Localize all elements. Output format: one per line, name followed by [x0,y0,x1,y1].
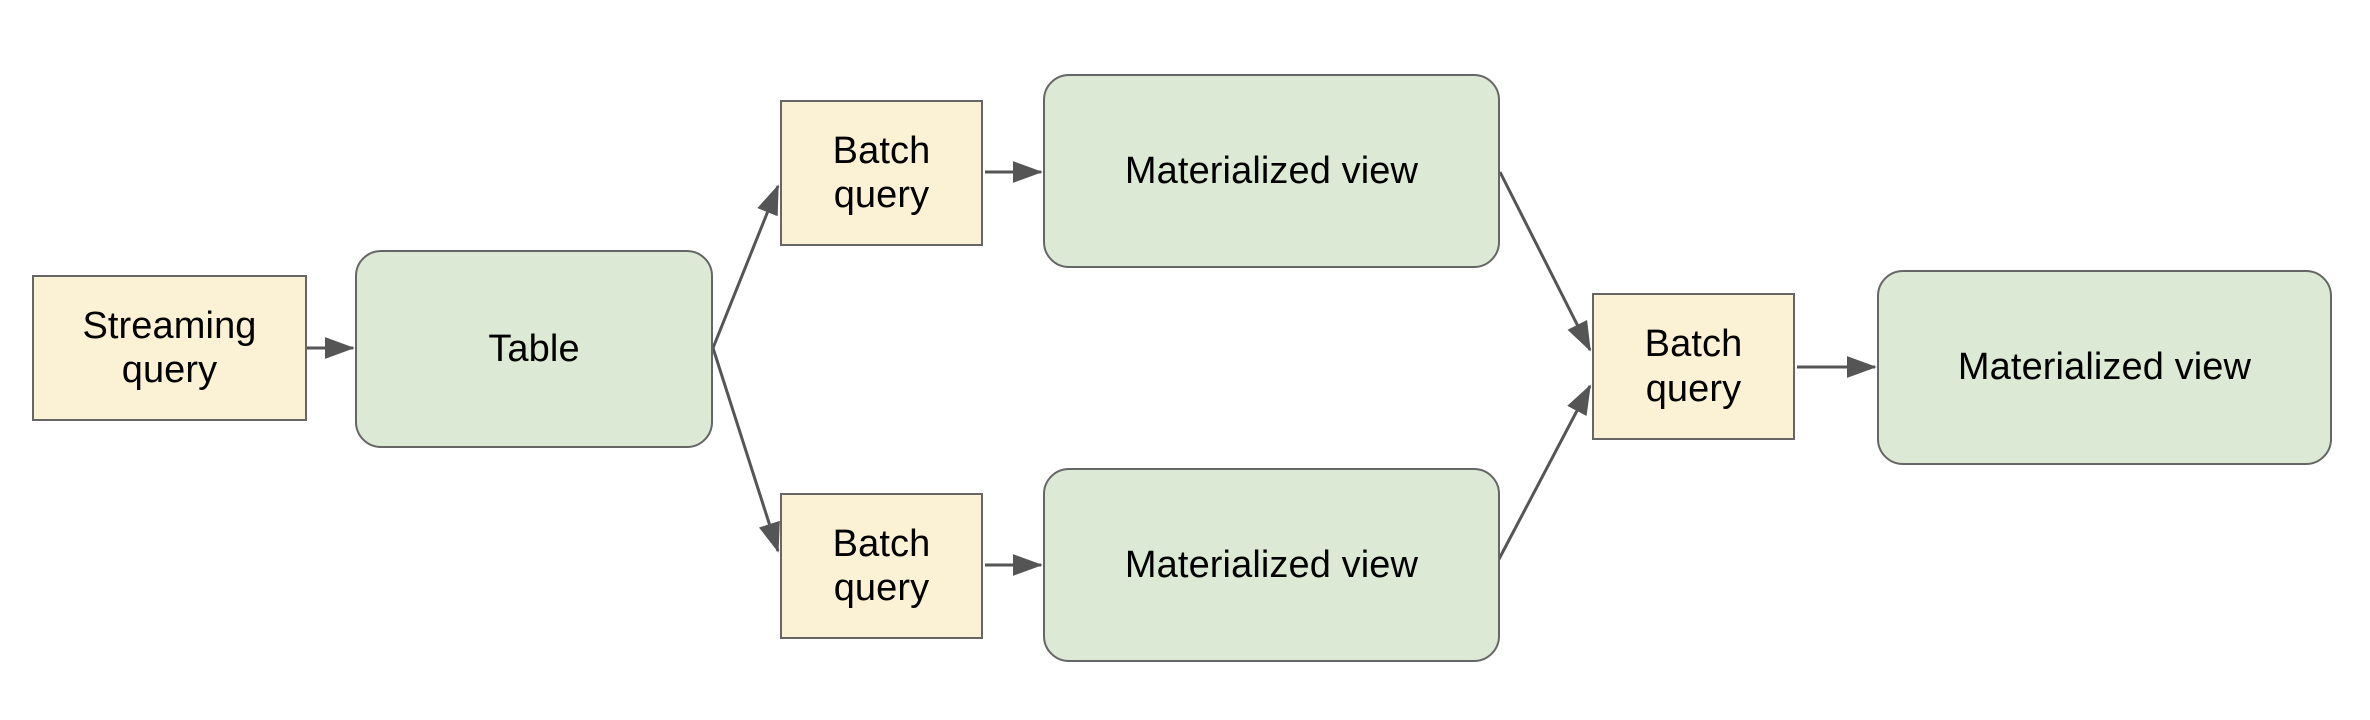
node-materialized-view-top[interactable]: Materialized view [1043,74,1500,268]
node-batch-query-top[interactable]: Batch query [780,100,983,246]
node-label: Batch query [832,129,931,216]
node-label: Table [488,327,580,370]
connector-e6 [1498,171,1592,352]
connector-e7 [1496,384,1592,562]
node-label: Materialized view [1957,346,2252,389]
node-label: Materialized view [1124,543,1419,586]
node-streaming-query[interactable]: Streaming query [32,275,307,421]
connector-e2 [711,184,780,349]
node-table[interactable]: Table [355,250,713,448]
node-label: Materialized view [1124,149,1419,192]
node-label: Streaming query [82,304,257,391]
node-batch-query-merge[interactable]: Batch query [1592,293,1795,440]
node-materialized-view-final[interactable]: Materialized view [1877,270,2332,465]
node-label: Batch query [1644,323,1743,410]
node-batch-query-bottom[interactable]: Batch query [780,493,983,639]
connector-e3 [711,347,780,553]
node-materialized-view-bottom[interactable]: Materialized view [1043,468,1500,662]
node-label: Batch query [832,522,931,609]
